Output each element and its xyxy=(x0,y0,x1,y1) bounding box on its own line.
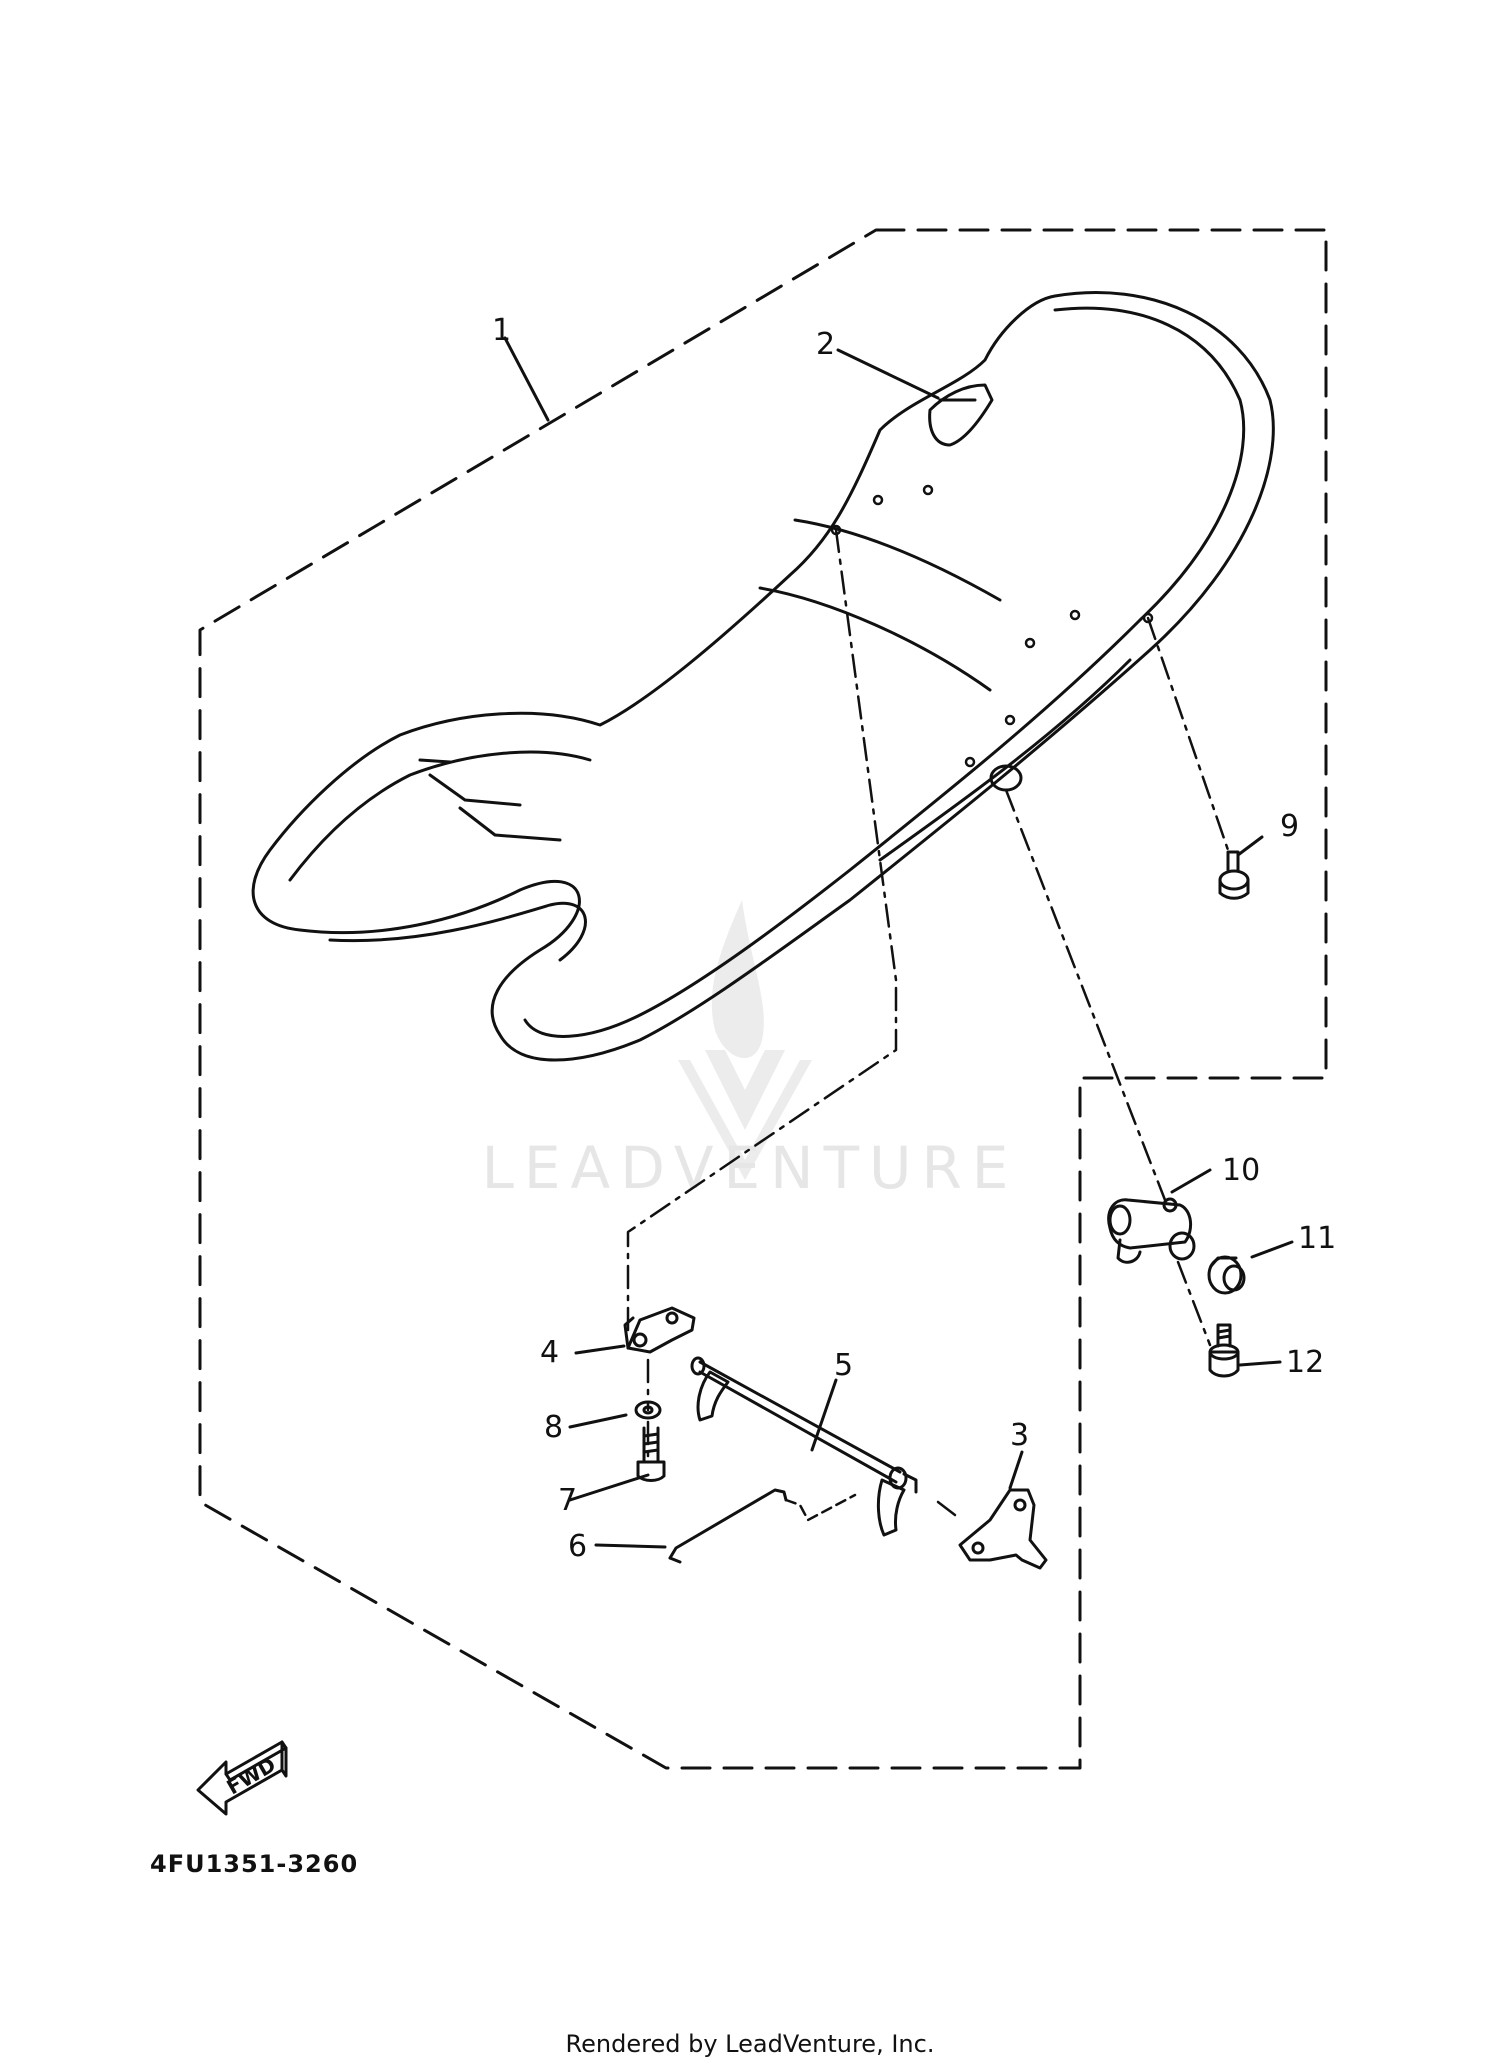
leader-12 xyxy=(1238,1360,1282,1367)
part-3-bracket xyxy=(958,1488,1048,1570)
part-4-hook-bracket xyxy=(623,1306,696,1354)
part-2-seat-strap xyxy=(928,383,994,447)
callout-5: 5 xyxy=(834,1348,853,1383)
leader-11 xyxy=(1250,1240,1294,1259)
callout-4: 4 xyxy=(540,1335,559,1370)
leader-6 xyxy=(594,1543,667,1549)
callout-8: 8 xyxy=(544,1410,563,1445)
leader-3 xyxy=(1008,1450,1024,1490)
seat-seam-upper xyxy=(793,518,1002,602)
leader-8 xyxy=(568,1413,628,1429)
callout-9: 9 xyxy=(1280,809,1299,844)
callout-6: 6 xyxy=(568,1529,587,1564)
footer-credit: Rendered by LeadVenture, Inc. xyxy=(566,2030,935,2058)
leader-9 xyxy=(1236,835,1264,857)
forward-direction-arrow-icon xyxy=(196,1740,288,1816)
part-10-seat-lock xyxy=(1107,1197,1196,1264)
callout-3: 3 xyxy=(1010,1418,1029,1453)
callout-10: 10 xyxy=(1222,1153,1260,1188)
part-5-lock-rod xyxy=(690,1356,918,1537)
seat-rear-wrinkle-2 xyxy=(458,806,562,842)
seat-front-lip xyxy=(288,750,592,962)
leader-4 xyxy=(574,1344,626,1355)
callouts: 1 2 3 4 5 6 7 8 9 10 11 12 xyxy=(492,313,1336,1564)
part-12-bolt xyxy=(1208,1323,1240,1378)
leader-1 xyxy=(503,336,550,422)
part-7-bolt xyxy=(636,1426,666,1482)
part-9-grommet xyxy=(1218,850,1250,900)
seat-mount-holes xyxy=(830,484,1154,768)
seat-lock-hole xyxy=(989,764,1023,792)
assembly-boundary xyxy=(198,228,1328,1770)
leader-2 xyxy=(836,348,940,400)
part-6-link-line xyxy=(784,1493,857,1522)
watermark: LEADVENTURE xyxy=(482,900,1019,1202)
seat-rear-wrinkle-1 xyxy=(428,773,522,807)
callout-7: 7 xyxy=(558,1483,577,1518)
leader-5 xyxy=(810,1378,838,1452)
part-6-spring-wire xyxy=(668,1488,788,1564)
callout-1: 1 xyxy=(492,313,511,348)
callout-11: 11 xyxy=(1298,1221,1336,1256)
leader-10 xyxy=(1170,1168,1212,1194)
callout-2: 2 xyxy=(816,327,835,362)
seat-inner-edge xyxy=(523,306,1246,1038)
seat-seam-lower xyxy=(758,586,992,692)
seat-outline xyxy=(251,291,1275,1062)
part-11-nut xyxy=(1207,1255,1246,1295)
assembly-lines xyxy=(626,528,1230,1517)
diagram-code: 4FU1351-3260 xyxy=(150,1850,358,1878)
seat-edge-line xyxy=(878,658,1132,862)
seat-rear-wrinkle-3 xyxy=(418,758,452,764)
part-8-washer xyxy=(634,1400,662,1420)
watermark-text: LEADVENTURE xyxy=(482,1134,1019,1202)
leader-7 xyxy=(568,1473,650,1502)
callout-12: 12 xyxy=(1286,1345,1324,1380)
